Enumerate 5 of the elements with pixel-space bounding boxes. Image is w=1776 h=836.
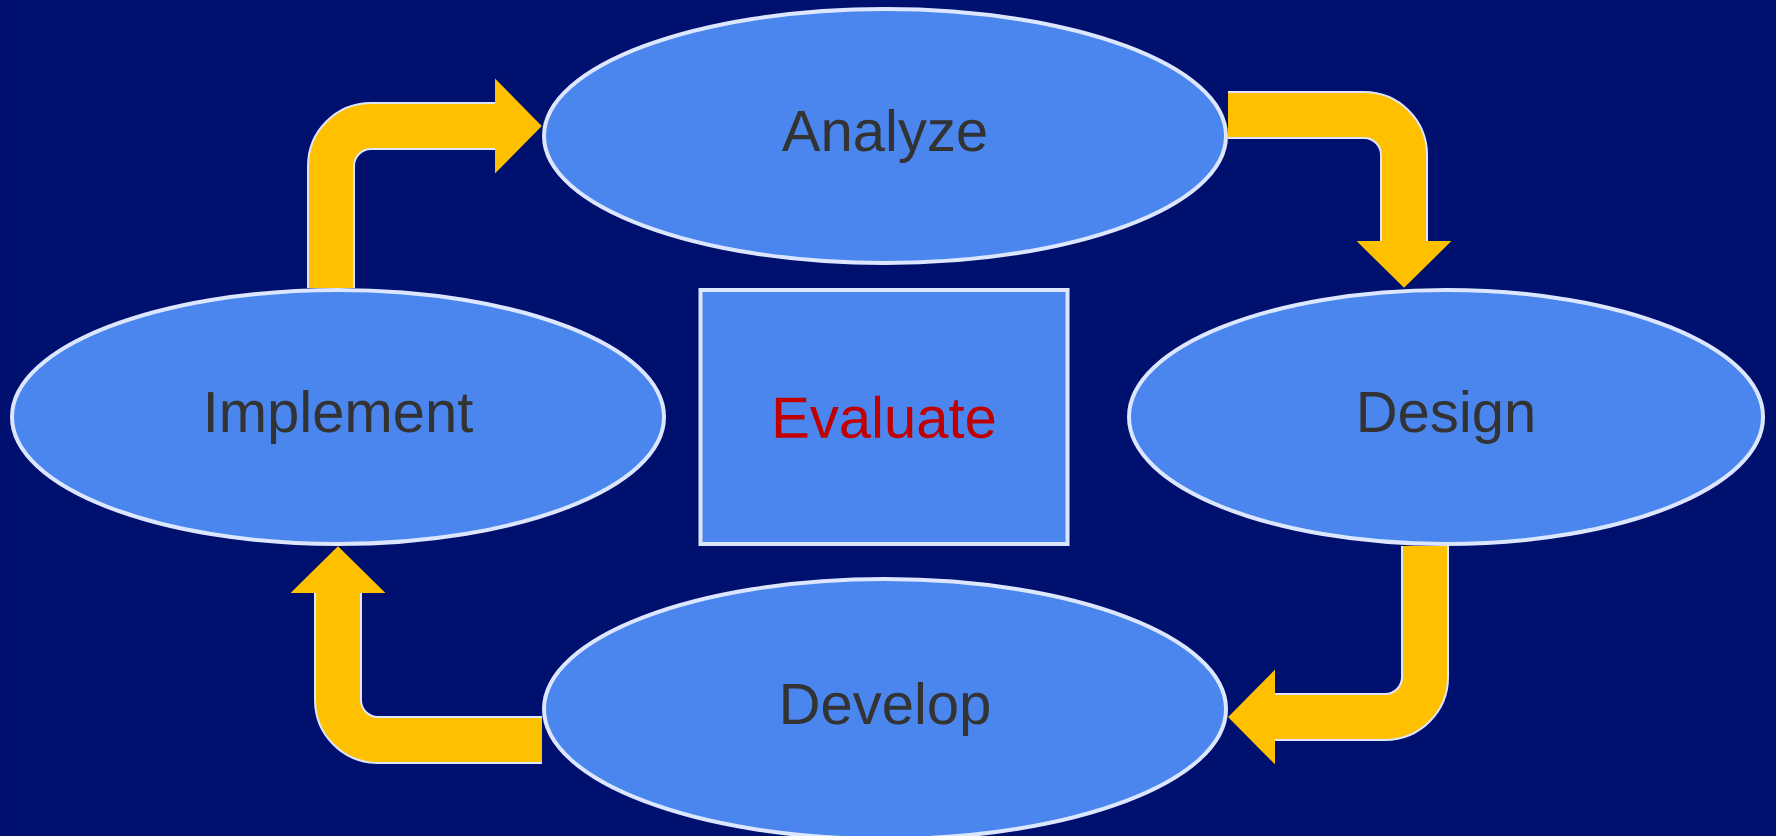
- ellipse-node: Analyze: [542, 7, 1228, 265]
- center-box: Evaluate: [698, 288, 1070, 546]
- ellipse-node: Implement: [10, 288, 666, 546]
- ellipse-node: Design: [1127, 288, 1765, 546]
- ellipse-node: Develop: [542, 577, 1228, 836]
